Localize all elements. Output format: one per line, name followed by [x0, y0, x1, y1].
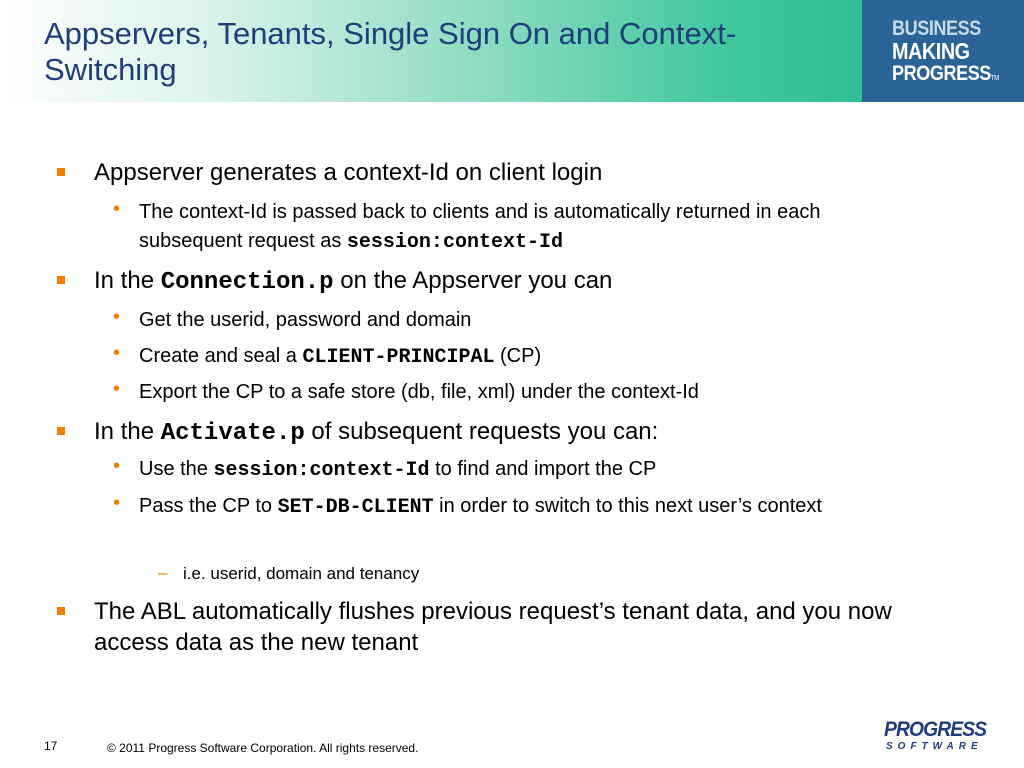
brand-line-3: PROGRESSTM [892, 63, 999, 90]
bullet-2-2-text: Create and seal a CLIENT-PRINCIPAL (CP) [139, 342, 879, 372]
bullet-3-pre: In the [94, 418, 161, 445]
bullet-2-1-text: Get the userid, password and domain [139, 309, 472, 331]
bullet-3-2-post: in order to switch to this next user’s c… [433, 495, 822, 517]
bullet-3-1-post: to find and import the CP [429, 458, 657, 480]
bullet-3-2-pre: Pass the CP to [139, 495, 278, 517]
page-number: 17 [44, 739, 58, 753]
bullet-2-2-pre: Create and seal a [139, 345, 303, 367]
logo-progress-text: PROGRESS [884, 718, 987, 741]
dot-bullet-icon: • [113, 306, 121, 328]
dash-bullet-icon: – [158, 563, 168, 582]
brand-line-3-text: PROGRESS [892, 62, 991, 85]
bullet-2-text: In the Connection.p on the Appserver you… [94, 265, 884, 298]
brand-line-2: MAKING [892, 38, 970, 64]
copyright-notice: © 2011 Progress Software Corporation. Al… [107, 741, 419, 755]
code-client-principal: CLIENT-PRINCIPAL [302, 346, 495, 369]
code-activate-p: Activate.p [160, 420, 305, 447]
dot-bullet-icon: • [113, 455, 121, 477]
bullet-3-post: of subsequent requests you can: [304, 418, 659, 445]
brand-trademark: TM [990, 75, 999, 82]
bullet-3-text: In the Activate.p of subsequent requests… [94, 416, 884, 449]
bullet-2-3-text: Export the CP to a safe store (db, file,… [139, 381, 699, 403]
brand-logo-box: BUSINESS MAKING PROGRESSTM [862, 0, 1024, 102]
progress-software-logo: PROGRESS SOFTWARE [882, 718, 998, 758]
square-bullet-icon [57, 168, 65, 176]
code-set-db-client: SET-DB-CLIENT [277, 496, 434, 519]
bullet-2-post: on the Appserver you can [333, 267, 613, 294]
bullet-2-pre: In the [94, 267, 161, 294]
square-bullet-icon [57, 276, 65, 284]
brand-line-1: BUSINESS [892, 17, 981, 40]
bullet-1-1-text: The context-Id is passed back to clients… [139, 198, 879, 257]
bullet-3-1-text: Use the session:context-Id to find and i… [139, 455, 879, 485]
bullet-4-text: The ABL automatically flushes previous r… [94, 598, 892, 656]
bullet-3-2-1-text: i.e. userid, domain and tenancy [183, 564, 420, 583]
square-bullet-icon [57, 427, 65, 435]
code-session-context-id: session:context-Id [346, 231, 563, 254]
code-connection-p: Connection.p [160, 269, 334, 296]
bullet-3-1-pre: Use the [139, 458, 214, 480]
square-bullet-icon [57, 607, 65, 615]
bullet-1-text: Appserver generates a context-Id on clie… [94, 159, 603, 186]
dot-bullet-icon: • [113, 198, 121, 220]
bullet-2-2-post: (CP) [494, 345, 542, 367]
bullet-1-1-pre: The context-Id is passed back to clients… [139, 201, 821, 252]
logo-software-text: SOFTWARE [886, 741, 983, 752]
slide-title: Appservers, Tenants, Single Sign On and … [44, 16, 737, 87]
code-session-context-id: session:context-Id [213, 459, 430, 482]
dot-bullet-icon: • [113, 378, 121, 400]
dot-bullet-icon: • [113, 492, 121, 514]
header-banner: Appservers, Tenants, Single Sign On and … [0, 0, 862, 102]
dot-bullet-icon: • [113, 342, 121, 364]
bullet-3-2-text: Pass the CP to SET-DB-CLIENT in order to… [139, 492, 854, 522]
